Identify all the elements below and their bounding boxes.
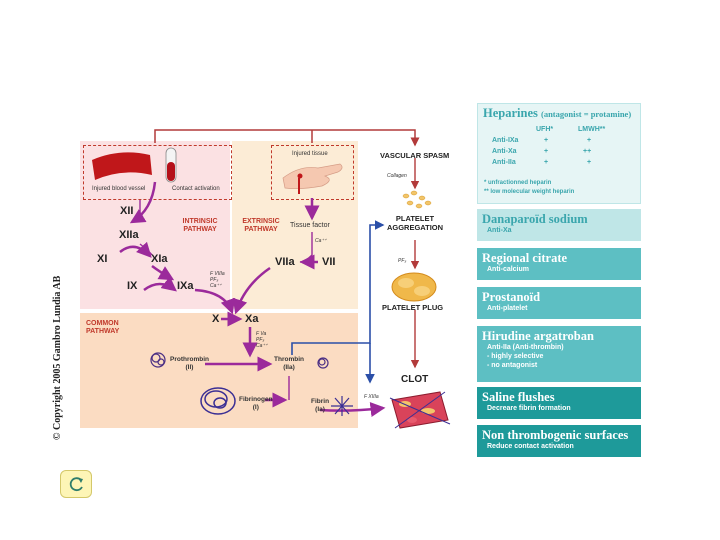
vascular-spasm-label: VASCULAR SPASM xyxy=(380,151,450,160)
prothrombin-label: Prothrombin(II) xyxy=(170,356,209,371)
extrinsic-pathway-label: EXTRINSIC PATHWAY xyxy=(242,218,280,233)
hep-row-label: Anti-Xa xyxy=(492,148,517,155)
regional-citrate-line: Anti-calcium xyxy=(487,266,530,273)
hep-row-ufh: + xyxy=(544,137,549,144)
factor-ix: IX xyxy=(127,280,138,292)
f-xiiia-label: F XIIIa xyxy=(364,394,379,400)
platelets-image xyxy=(402,190,432,209)
heparines-box: Heparines (antagonist = protamine) UFH* … xyxy=(477,103,641,204)
factor-xia: XIa xyxy=(151,253,168,265)
danaparoid-title: Danaparoïd sodium xyxy=(482,212,588,226)
factor-viia: VIIa xyxy=(275,256,295,268)
replay-button[interactable] xyxy=(60,470,92,498)
blood-vessel-box xyxy=(83,145,232,200)
hep-row-ufh: + xyxy=(544,159,549,166)
f-viiia-ca-label: Ca⁺⁺ xyxy=(210,283,222,289)
lmwh-header: LMWH** xyxy=(578,126,606,133)
hirudine-title: Hirudine argatroban xyxy=(482,329,594,343)
factor-xii: XII xyxy=(120,205,134,217)
platelet-plug-label: PLATELET PLUG xyxy=(382,303,444,312)
f-va-label: F Va xyxy=(256,331,267,337)
thrombin-label: Thrombin(IIa) xyxy=(274,356,304,371)
factor-xa: Xa xyxy=(245,313,259,325)
factor-xiia: XIIa xyxy=(119,229,139,241)
calcium-label: Ca⁺⁺ xyxy=(315,238,327,244)
hand-image xyxy=(282,163,343,190)
saline-flushes-line: Decreare fibrin formation xyxy=(487,405,571,412)
factor-vii: VII xyxy=(322,256,336,268)
non-thrombogenic-box: Non thrombogenic surfaces Reduce contact… xyxy=(477,425,641,457)
danaparoid-line: Anti-Xa xyxy=(487,227,512,234)
non-thrombogenic-title: Non thrombogenic surfaces xyxy=(482,428,629,442)
thrombin-molecule xyxy=(317,357,329,369)
ufh-header: UFH* xyxy=(536,126,554,133)
common-pathway-label: COMMON PATHWAY xyxy=(86,320,120,335)
heparines-title: Heparines (antagonist = protamine) xyxy=(483,106,632,120)
prostanoid-box: Prostanoïd Anti-platelet xyxy=(477,287,641,319)
hep-row-lmwh: + xyxy=(587,159,592,166)
fibrinogen-label: Fibrinogen(I) xyxy=(239,396,273,411)
injured-blood-vessel-label: Injured blood vessel xyxy=(92,186,146,192)
pf3-label: PF₃ xyxy=(398,258,407,264)
f-viiia-pf3-label: PF₃ xyxy=(210,277,219,283)
lmwh-footnote: ** low molecular weight heparin xyxy=(484,189,575,195)
hep-row-ufh: + xyxy=(544,148,549,155)
factor-ixa: IXa xyxy=(177,280,194,292)
saline-flushes-title: Saline flushes xyxy=(482,390,555,404)
factor-x: X xyxy=(212,313,220,325)
hep-row-label: Anti-IIa xyxy=(492,159,516,166)
platelet-plug-image xyxy=(391,272,437,302)
prostanoid-line: Anti-platelet xyxy=(487,305,528,312)
intrinsic-pathway-label: INTRINSIC PATHWAY xyxy=(182,218,218,233)
hep-row-lmwh: + xyxy=(587,137,592,144)
ufh-footnote: * unfractionned heparin xyxy=(484,180,552,186)
factor-xi: XI xyxy=(97,253,108,265)
injured-tissue-label: Injured tissue xyxy=(292,151,328,157)
f-va-ca-label: Ca⁺⁺ xyxy=(256,343,268,349)
saline-flushes-box: Saline flushes Decreare fibrin formation xyxy=(477,387,641,419)
hirudine-line: - highly selective xyxy=(487,353,544,360)
f-va-pf3-label: PF₃ xyxy=(256,337,265,343)
tissue-factor-label: Tissue factor xyxy=(290,222,330,229)
refresh-icon xyxy=(69,477,83,492)
prostanoid-title: Prostanoïd xyxy=(482,290,541,304)
hep-row-label: Anti-IXa xyxy=(492,137,519,144)
collagen-label: Collagen xyxy=(387,173,407,179)
fibrin-molecule xyxy=(331,396,353,416)
hirudine-line: - no antagonist xyxy=(487,362,538,369)
common-panel xyxy=(80,313,358,428)
f-viiia-label: F VIIIa xyxy=(210,271,225,277)
fibrinogen-molecule xyxy=(200,387,236,415)
hirudine-line: Anti-IIa (Anti-thrombin) xyxy=(487,344,564,351)
regional-citrate-title: Regional citrate xyxy=(482,251,568,265)
danaparoid-box: Danaparoïd sodium Anti-Xa xyxy=(477,209,641,241)
clot-label: CLOT xyxy=(401,374,429,385)
hirudine-box: Hirudine argatroban Anti-IIa (Anti-throm… xyxy=(477,326,641,382)
hep-row-lmwh: ++ xyxy=(583,148,592,155)
non-thrombogenic-line: Reduce contact activation xyxy=(487,443,574,450)
fibrin-label: Fibrin(Ia) xyxy=(311,398,330,413)
prothrombin-molecule xyxy=(150,352,166,368)
contact-activation-label: Contact activation xyxy=(172,186,220,192)
blood-vessel-image xyxy=(92,152,152,180)
clot-image xyxy=(389,391,451,429)
regional-citrate-box: Regional citrate Anti-calcium xyxy=(477,248,641,280)
